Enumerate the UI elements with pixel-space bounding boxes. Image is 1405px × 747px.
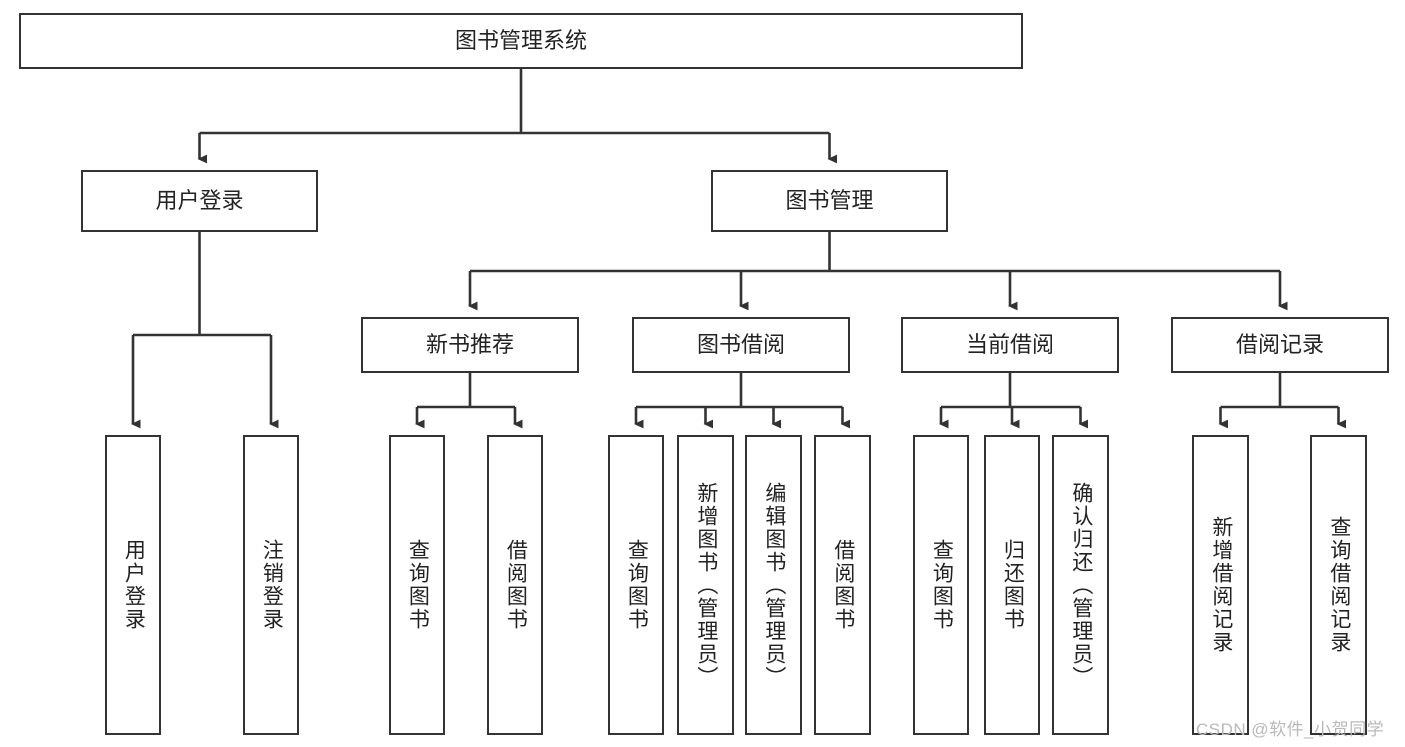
node-leaf-return-book[interactable]: 归还图书	[984, 435, 1040, 735]
node-label-leaf-return-book: 归还图书	[1001, 539, 1025, 631]
node-label-leaf-borrow-book: 借阅图书	[831, 539, 855, 631]
node-label-leaf-query-record: 查询借阅记录	[1327, 516, 1351, 654]
node-leaf-query-record[interactable]: 查询借阅记录	[1310, 435, 1367, 735]
node-leaf-add-record[interactable]: 新增借阅记录	[1192, 435, 1249, 735]
node-label-leaf-add-book: 新增图书（管理员）	[694, 481, 718, 689]
node-leaf-user-logout[interactable]: 注销登录	[243, 435, 299, 735]
node-leaf-borrow-book[interactable]: 借阅图书	[814, 435, 871, 735]
node-label-leaf-query-book-cur: 查询图书	[930, 539, 954, 631]
node-label-leaf-confirm-return: 确认归还（管理员）	[1069, 481, 1093, 689]
node-leaf-query-book-cur[interactable]: 查询图书	[913, 435, 969, 735]
node-leaf-query-book-borrow[interactable]: 查询图书	[608, 435, 664, 735]
node-new-book-rec[interactable]: 新书推荐	[361, 317, 579, 373]
node-label-root: 图书管理系统	[454, 28, 587, 54]
node-label-leaf-edit-book: 编辑图书（管理员）	[762, 481, 786, 689]
node-label-borrow-record: 借阅记录	[1235, 332, 1324, 358]
node-user-login[interactable]: 用户登录	[81, 170, 318, 232]
node-label-new-book-rec: 新书推荐	[425, 332, 514, 358]
node-label-leaf-query-book-borrow: 查询图书	[625, 539, 649, 631]
node-leaf-query-book-rec[interactable]: 查询图书	[389, 435, 445, 735]
node-leaf-user-login[interactable]: 用户登录	[105, 435, 161, 735]
watermark-label: CSDN @软件_小贺同学	[1196, 720, 1385, 739]
node-label-leaf-add-record: 新增借阅记录	[1209, 516, 1233, 654]
node-label-book-manage: 图书管理	[785, 188, 874, 214]
node-label-current-borrow: 当前借阅	[965, 332, 1054, 358]
node-leaf-add-book[interactable]: 新增图书（管理员）	[677, 435, 734, 735]
node-book-manage[interactable]: 图书管理	[711, 170, 948, 232]
node-leaf-edit-book[interactable]: 编辑图书（管理员）	[745, 435, 802, 735]
node-label-leaf-user-logout: 注销登录	[260, 539, 284, 631]
node-leaf-confirm-return[interactable]: 确认归还（管理员）	[1052, 435, 1109, 735]
node-label-leaf-query-book-rec: 查询图书	[406, 539, 430, 631]
node-label-user-login: 用户登录	[155, 188, 244, 214]
node-label-leaf-user-login: 用户登录	[122, 539, 146, 631]
node-label-book-borrow: 图书借阅	[696, 332, 785, 358]
node-borrow-record[interactable]: 借阅记录	[1171, 317, 1389, 373]
node-book-borrow[interactable]: 图书借阅	[632, 317, 850, 373]
node-current-borrow[interactable]: 当前借阅	[901, 317, 1119, 373]
node-leaf-borrow-book-rec[interactable]: 借阅图书	[487, 435, 543, 735]
node-root[interactable]: 图书管理系统	[19, 13, 1023, 69]
node-label-leaf-borrow-book-rec: 借阅图书	[504, 539, 528, 631]
